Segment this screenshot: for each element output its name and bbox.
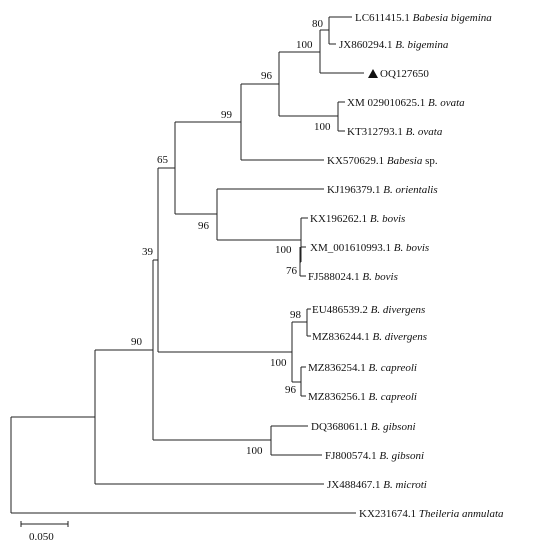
- scale-bar: 0.050: [20, 521, 69, 543]
- bootstrap-values: 80 100 100 96 99 76 100 96 65 39 98 96 1…: [131, 18, 331, 457]
- leaf-label: KT312793.1 B. ovata: [347, 126, 443, 138]
- leaf-label: XM 029010625.1 B. ovata: [347, 97, 465, 109]
- leaf-label: KJ196379.1 B. orientalis: [327, 184, 438, 196]
- leaf-label: MZ836244.1 B. divergens: [312, 331, 427, 343]
- leaf-label: FJ588024.1 B. bovis: [308, 271, 398, 283]
- bootstrap-label: 65: [157, 154, 169, 166]
- bootstrap-label: 96: [261, 70, 273, 82]
- bootstrap-label: 80: [312, 18, 324, 30]
- leaf-label: EU486539.2 B. divergens: [312, 304, 425, 316]
- leaf-label: KX231674.1 Theileria anmulata: [359, 508, 504, 520]
- scale-bar-label: 0.050: [29, 531, 54, 543]
- leaf-label: XM_001610993.1 B. bovis: [310, 242, 429, 254]
- leaf-label: KX196262.1 B. bovis: [310, 213, 405, 225]
- bootstrap-label: 39: [142, 246, 154, 258]
- leaf-label: FJ800574.1 B. gibsoni: [325, 450, 424, 462]
- leaf-label: MZ836256.1 B. capreoli: [308, 391, 417, 403]
- bootstrap-label: 96: [285, 384, 297, 396]
- leaf-label: LC611415.1 Babesia bigemina: [355, 12, 492, 24]
- bootstrap-label: 100: [275, 244, 292, 256]
- bootstrap-label: 100: [296, 39, 313, 51]
- leaf-label: DQ368061.1 B. gibsoni: [311, 421, 416, 433]
- bootstrap-label: 98: [290, 309, 302, 321]
- leaf-label: OQ127650: [380, 68, 429, 80]
- bootstrap-label: 99: [221, 109, 233, 121]
- leaf-label: MZ836254.1 B. capreoli: [308, 362, 417, 374]
- leaf-l3: OQ127650: [368, 68, 429, 80]
- bootstrap-label: 76: [286, 265, 298, 277]
- bootstrap-label: 90: [131, 336, 143, 348]
- bootstrap-label: 100: [270, 357, 287, 369]
- bootstrap-label: 100: [246, 445, 263, 457]
- bootstrap-label: 96: [198, 220, 210, 232]
- leaf-label: JX488467.1 B. microti: [327, 479, 427, 491]
- bootstrap-label: 100: [314, 121, 331, 133]
- leaf-label: KX570629.1 Babesia sp.: [327, 155, 438, 167]
- leaf-labels: LC611415.1 Babesia bigemina JX860294.1 B…: [308, 12, 504, 520]
- tree-branches: [10, 16, 364, 514]
- leaf-label: JX860294.1 B. bigemina: [339, 39, 449, 51]
- triangle-marker-icon: [368, 69, 378, 78]
